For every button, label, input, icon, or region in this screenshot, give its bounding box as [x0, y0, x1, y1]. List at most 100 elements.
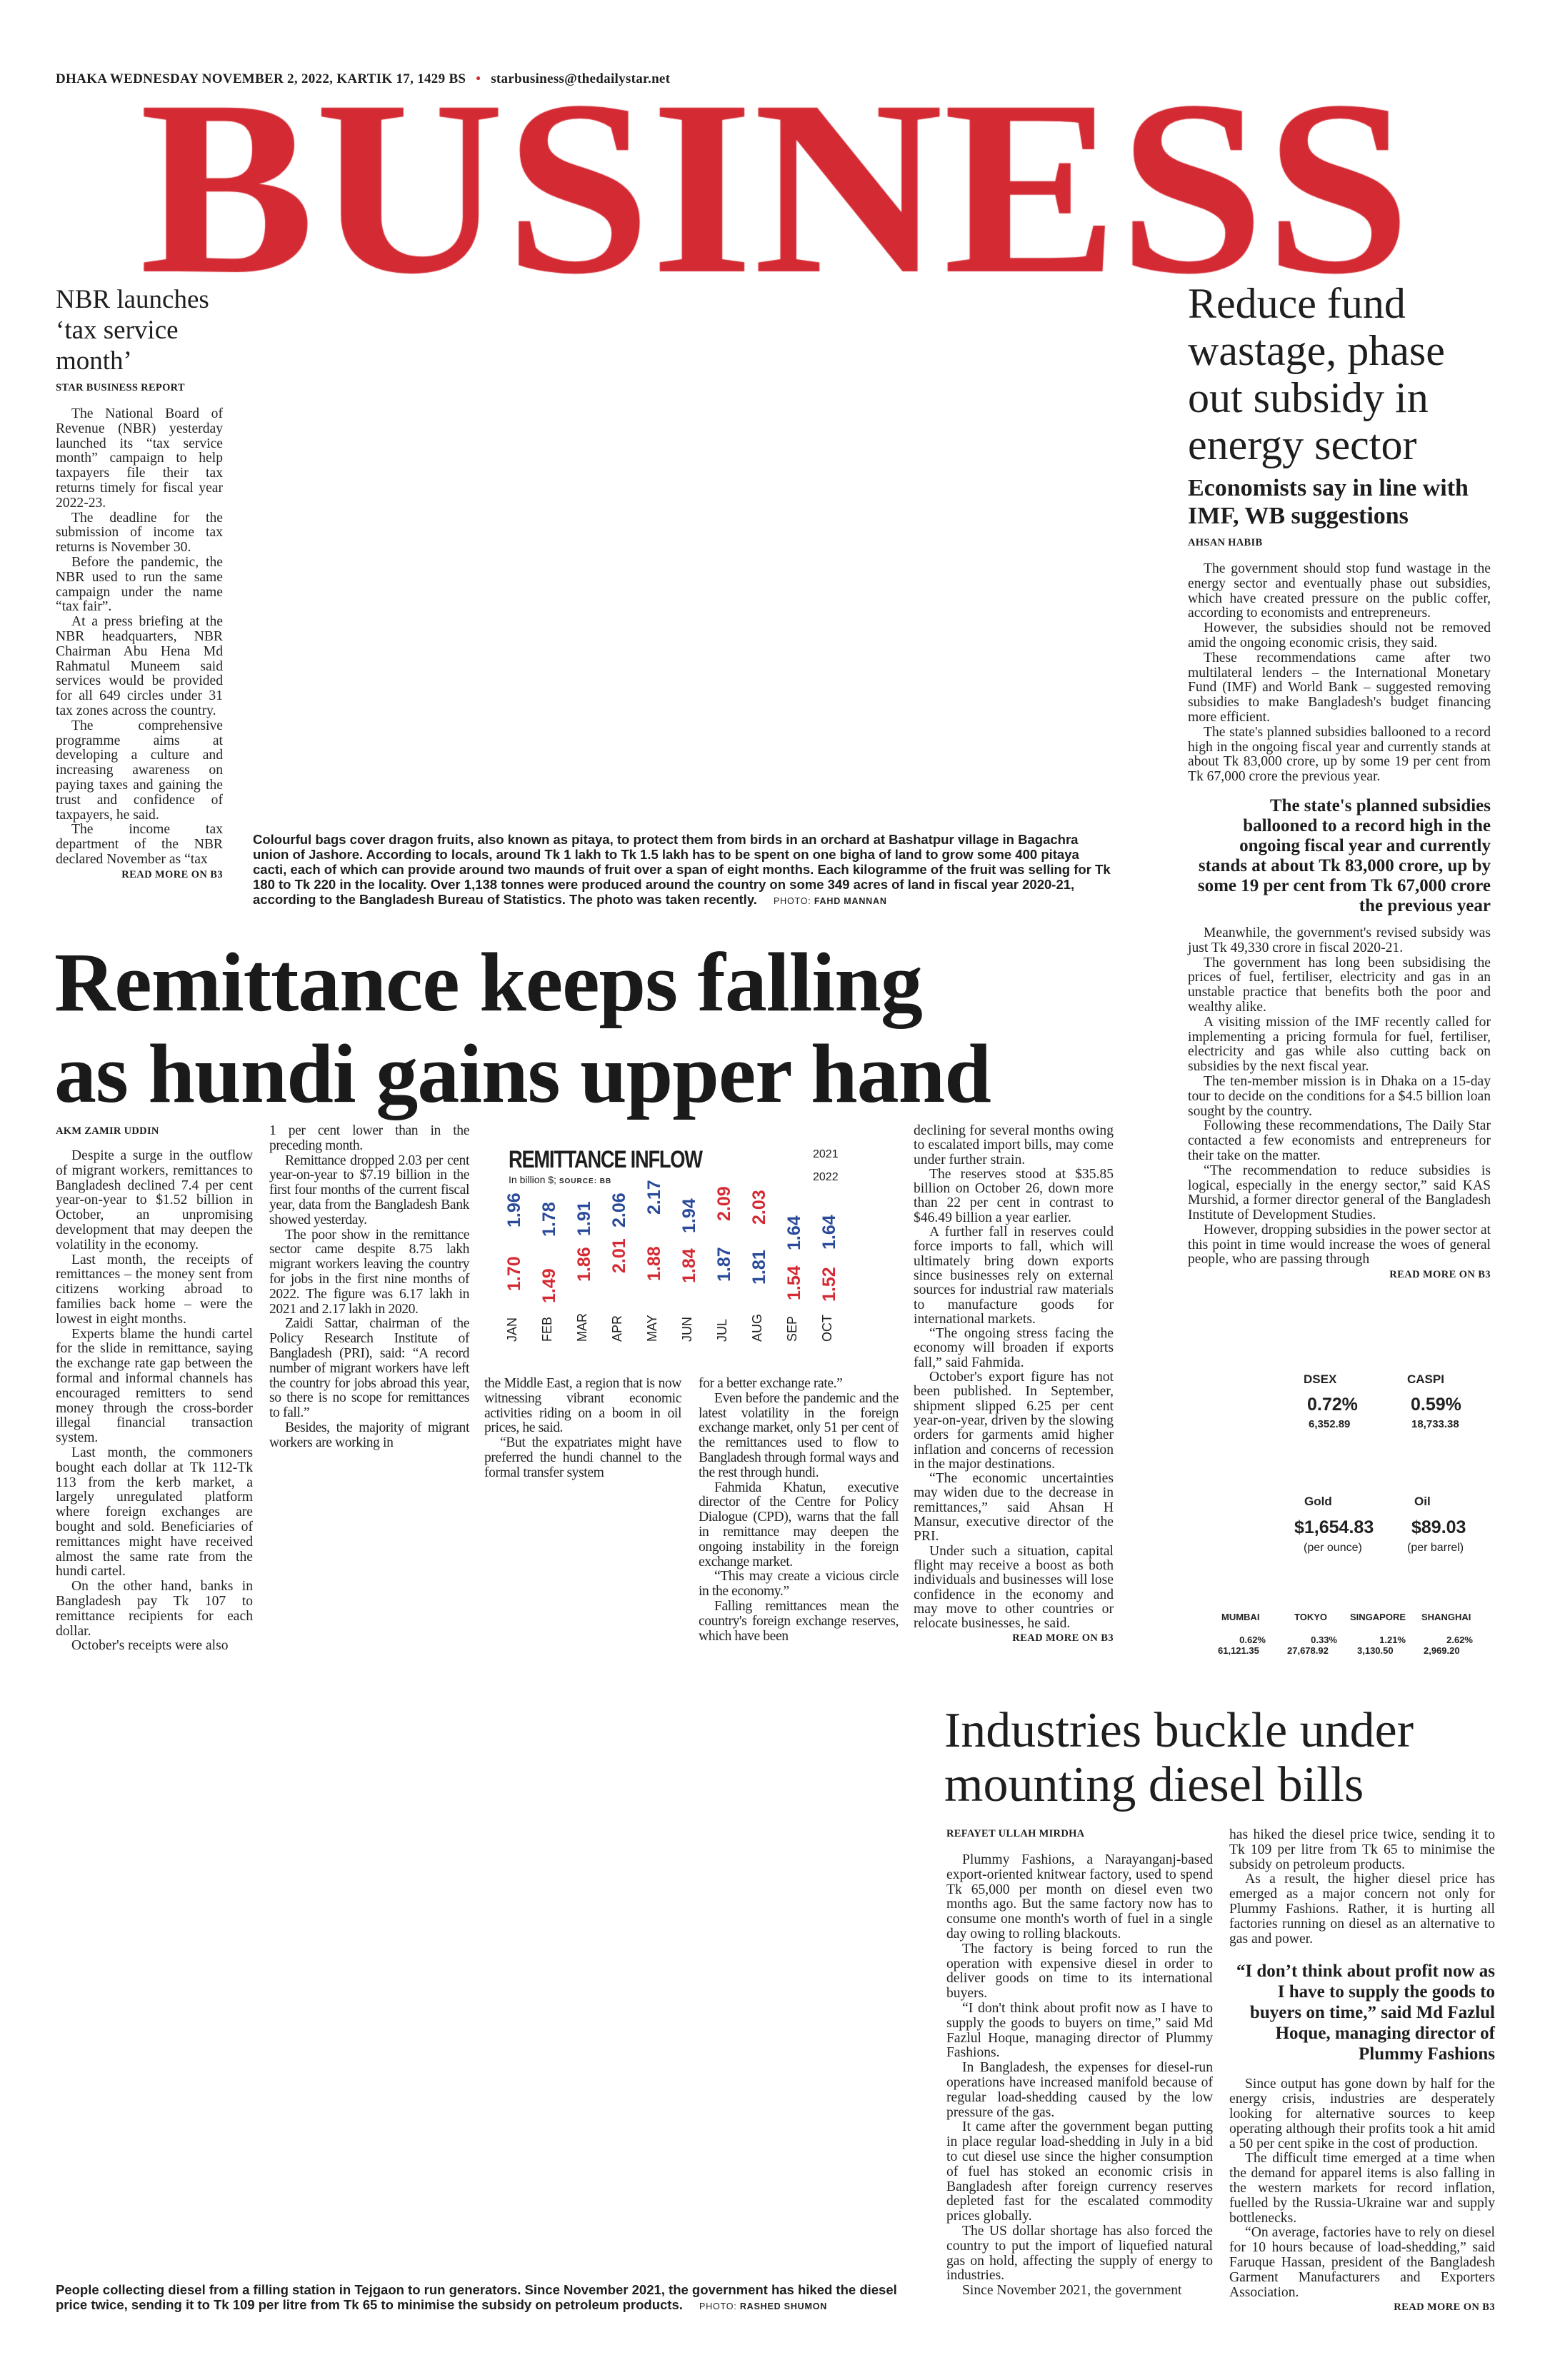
city-label: SHANGHAI	[1421, 1612, 1471, 1622]
credit-label: PHOTO:	[774, 896, 811, 906]
chart-subtitle: In billion $; SOURCE: BB	[509, 1174, 611, 1185]
paragraph: The income tax department of the NBR dec…	[56, 822, 223, 867]
chart-month-label: JUL	[715, 1318, 729, 1342]
paragraph: It came after the government began putti…	[946, 2119, 1213, 2224]
dragon-fruit-caption: Colourful bags cover dragon fruits, also…	[253, 832, 1111, 907]
remittance-col-2: 1 per cent lower than in the preceding m…	[269, 1123, 469, 1451]
oil-label: Oil	[1414, 1495, 1431, 1508]
paragraph: As a result, the higher diesel price has…	[1229, 1872, 1495, 1947]
city-value: 61,121.35	[1218, 1645, 1259, 1656]
paragraph: Experts blame the hundi cartel for the s…	[56, 1326, 253, 1446]
dsex-label: DSEX	[1304, 1372, 1337, 1386]
paragraph: Besides, the majority of migrant workers…	[269, 1420, 469, 1450]
diesel-byline: REFAYET ULLAH MIRDHA	[946, 1828, 1085, 1839]
paragraph: Even before the pandemic and the latest …	[699, 1390, 899, 1480]
chart-month-label: JUN	[680, 1317, 694, 1342]
headline-line: as hundi gains upper hand	[54, 1027, 991, 1120]
remittance-col-3: the Middle East, a region that is now wi…	[484, 1376, 681, 1481]
paragraph: for a better exchange rate.”	[699, 1376, 843, 1391]
paragraph: The comprehensive programme aims at deve…	[56, 718, 223, 823]
chart-month-label: OCT	[820, 1315, 834, 1342]
paragraph: The National Board of Revenue (NBR) yest…	[56, 406, 223, 511]
legend-2021: 2021	[813, 1148, 839, 1160]
paragraph: The poor show in the remittance sector c…	[269, 1227, 469, 1317]
diesel-col-1-block: REFAYET ULLAH MIRDHA Plummy Fashions, a …	[946, 1828, 1213, 2299]
remittance-read-more-link[interactable]: READ MORE ON B3	[1012, 1632, 1114, 1645]
remittance-inflow-chart: REMITTANCE INFLOW In billion $; SOURCE: …	[493, 1128, 907, 1357]
city-change: 2.62%	[1446, 1635, 1473, 1645]
nbr-headline[interactable]: NBR launches ‘tax service month’	[56, 285, 209, 376]
dragon-fruit-photo	[251, 286, 1113, 825]
city-value: 2,969.20	[1424, 1645, 1460, 1656]
chart-value-2021: 1.91	[574, 1201, 594, 1237]
chart-value-2022: 1.54	[784, 1265, 804, 1300]
chart-month-label: APR	[610, 1315, 624, 1342]
paragraph: Zaidi Sattar, chairman of the Policy Res…	[269, 1316, 469, 1421]
chart-value-2021: 1.87	[714, 1246, 734, 1282]
paragraph: has hiked the diesel price twice, sendin…	[1229, 1827, 1495, 1872]
legend-2022: 2022	[813, 1171, 839, 1183]
nbr-read-more-link[interactable]: READ MORE ON B3	[121, 868, 223, 880]
paragraph: The deadline for the submission of incom…	[56, 510, 223, 556]
nbr-article: NBR launches ‘tax service month’ STAR BU…	[56, 284, 227, 881]
paragraph: Fahmida Khatun, executive director of th…	[699, 1480, 899, 1570]
paragraph: Falling remittances mean the country's f…	[699, 1598, 899, 1644]
chart-value-2022: 2.03	[749, 1190, 769, 1225]
dragon-fruit-caption-block: Colourful bags cover dragon fruits, also…	[253, 832, 1113, 907]
chart-value-2022: 1.49	[539, 1268, 559, 1303]
chart-value-2021: 1.94	[679, 1198, 699, 1233]
city-value: 27,678.92	[1287, 1645, 1329, 1656]
chart-value-2022: 1.86	[574, 1247, 594, 1282]
paragraph: “I don't think about profit now as I hav…	[946, 2000, 1213, 2061]
energy-headline[interactable]: Reduce fund wastage, phase out subsidy i…	[1188, 280, 1445, 468]
energy-byline: AHSAN HABIB	[1188, 537, 1263, 548]
city-value: 3,130.50	[1357, 1645, 1394, 1656]
chart-value-2021: 2.06	[609, 1192, 629, 1228]
diesel-photo-caption-block: People collecting diesel from a filling …	[56, 2282, 913, 2312]
paragraph: A visiting mission of the IMF recently c…	[1188, 1014, 1491, 1075]
nbr-byline: STAR BUSINESS REPORT	[56, 382, 185, 393]
market-panel: DSEX 0.72% 6,352.89 CASPI 0.59% 18,733.3…	[1186, 1357, 1500, 1671]
paragraph: the Middle East, a region that is now wi…	[484, 1376, 681, 1436]
dateline: DHAKA WEDNESDAY NOVEMBER 2, 2022, KARTIK…	[56, 71, 670, 87]
city-change: 0.62%	[1239, 1635, 1266, 1645]
chart-value-2022: 2.09	[714, 1186, 734, 1222]
diesel-read-more-link[interactable]: READ MORE ON B3	[1394, 2301, 1495, 2314]
paragraph: 1 per cent lower than in the preceding m…	[269, 1123, 469, 1153]
paragraph: “The economic uncertainties may widen du…	[914, 1471, 1114, 1545]
date-text: DHAKA WEDNESDAY NOVEMBER 2, 2022, KARTIK…	[56, 71, 466, 86]
paragraph: On the other hand, banks in Bangladesh p…	[56, 1579, 253, 1639]
dsex-change: 0.72%	[1307, 1395, 1358, 1415]
photo-credit: PHOTO: RASHED SHUMON	[699, 2301, 827, 2311]
chart-value-2021: 1.64	[819, 1215, 839, 1250]
paragraph: October's export figure has not been pub…	[914, 1370, 1114, 1472]
market-shanghai: SHANGHAI 2.62%2,969.20	[1421, 1612, 1486, 1656]
chart-month-label: FEB	[540, 1316, 554, 1342]
paragraph: However, the subsidies should not be rem…	[1188, 621, 1491, 651]
city-change: 1.21%	[1379, 1635, 1406, 1645]
energy-read-more-link[interactable]: READ MORE ON B3	[1389, 1269, 1491, 1281]
chart-value-2021: 2.17	[644, 1180, 664, 1215]
paragraph: These recommendations came after two mul…	[1188, 650, 1491, 725]
paragraph: Remittance dropped 2.03 per cent year-on…	[269, 1153, 469, 1227]
paragraph: Last month, the commoners bought each do…	[56, 1445, 253, 1580]
paragraph: October's receipts were also	[71, 1638, 229, 1654]
city-label: MUMBAI	[1221, 1612, 1260, 1622]
remittance-col-1-block: AKM ZAMIR UDDIN Despite a surge in the o…	[56, 1125, 253, 1654]
chart-value-2021: 1.78	[539, 1202, 559, 1237]
paragraph: Last month, the receipts of remittances …	[56, 1252, 253, 1327]
chart-value-2022: 2.01	[609, 1238, 629, 1274]
paragraph: The ten-member mission is in Dhaka on a …	[1188, 1073, 1491, 1119]
city-change: 0.33%	[1311, 1635, 1337, 1645]
energy-pull-quote: The state's planned subsidies ballooned …	[1197, 795, 1491, 915]
caspi-change: 0.59%	[1411, 1395, 1461, 1415]
chart-value-2022: 1.70	[504, 1256, 524, 1292]
remittance-col-5-block: declining for several months owing to es…	[914, 1123, 1114, 1645]
remittance-headline[interactable]: Remittance keeps falling as hundi gains …	[54, 937, 991, 1120]
paragraph: Since output has gone down by half for t…	[1229, 2077, 1495, 2151]
remittance-col-5: declining for several months owing to es…	[914, 1123, 1114, 1631]
city-label: TOKYO	[1294, 1612, 1327, 1622]
diesel-headline[interactable]: Industries buckle under mounting diesel …	[944, 1703, 1414, 1812]
paragraph: In Bangladesh, the expenses for diesel-r…	[946, 2060, 1213, 2120]
paragraph: “This may create a vicious circle in the…	[699, 1569, 899, 1600]
